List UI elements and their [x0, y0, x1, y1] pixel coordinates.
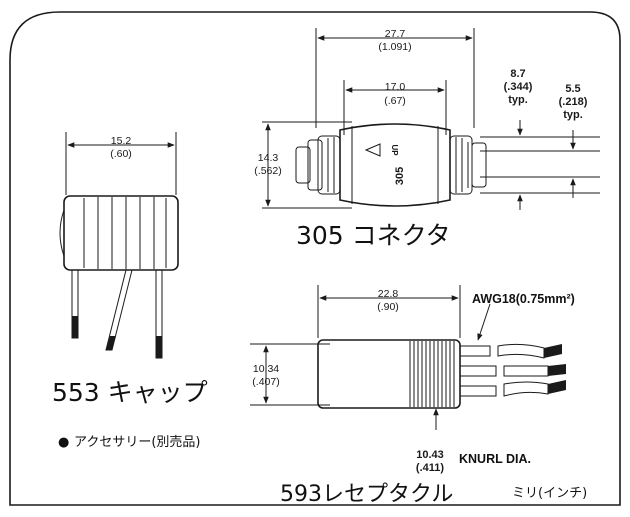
connector-305-title: 305 コネクタ [296, 221, 451, 250]
dim-cap-width-mm: 15.2 [111, 135, 132, 147]
cap-553-title: 553 キャップ [52, 378, 208, 407]
dim-body-in: (.67) [384, 95, 406, 107]
dim-wire-dia-in: (.218) [559, 96, 588, 108]
connector-305-drawing: 27.7 (1.091) 17.0 (.67) 14.3 (.562) UP [254, 28, 600, 250]
dim-knurl-mm: 10.43 [416, 449, 444, 461]
dim-height-mm: 14.3 [258, 152, 279, 164]
up-mark: UP [390, 144, 399, 156]
receptacle-wires [460, 343, 566, 397]
knurl-hatch [409, 341, 455, 407]
knurl-label: KNURL DIA. [459, 452, 531, 466]
dim-wire-gap-note: typ. [508, 94, 528, 106]
dim-knurl-in: (.411) [416, 462, 444, 474]
accessory-note: アクセサリー(別売品) [74, 434, 201, 450]
dim-overall-mm: 27.7 [385, 28, 406, 40]
connector-body-label: 305 [394, 167, 406, 185]
awg-label: AWG18(0.75mm²) [472, 292, 575, 306]
dim-overall-in: (1.091) [378, 41, 411, 53]
dim-cap-width-in: (.60) [110, 148, 132, 160]
dim-receptacle-length-mm: 22.8 [378, 288, 399, 300]
up-arrow-icon [364, 143, 381, 157]
accessory-bullet: ● [58, 435, 69, 450]
dim-body-mm: 17.0 [385, 81, 406, 93]
dim-receptacle-length-in: (.90) [377, 301, 399, 313]
dim-wire-gap-mm: 8.7 [510, 68, 525, 80]
receptacle-593-title: 593レセプタクル [280, 482, 453, 507]
dim-receptacle-height-in: (.407) [252, 376, 279, 388]
dim-wire-dia-mm: 5.5 [565, 83, 580, 95]
dim-height-in: (.562) [254, 165, 281, 177]
sheet-frame [9, 11, 621, 506]
dim-receptacle-height-mm: 10.34 [253, 363, 279, 375]
receptacle-593-drawing: 22.8 (.90) 10.34 (.407) [250, 285, 575, 507]
cap-553-drawing: 15.2 (.60) 553 キャップ [52, 132, 208, 407]
dim-wire-gap-in: (.344) [504, 81, 533, 93]
dim-wire-dia-note: typ. [563, 109, 583, 121]
units-note: ミリ(インチ) [512, 486, 587, 501]
